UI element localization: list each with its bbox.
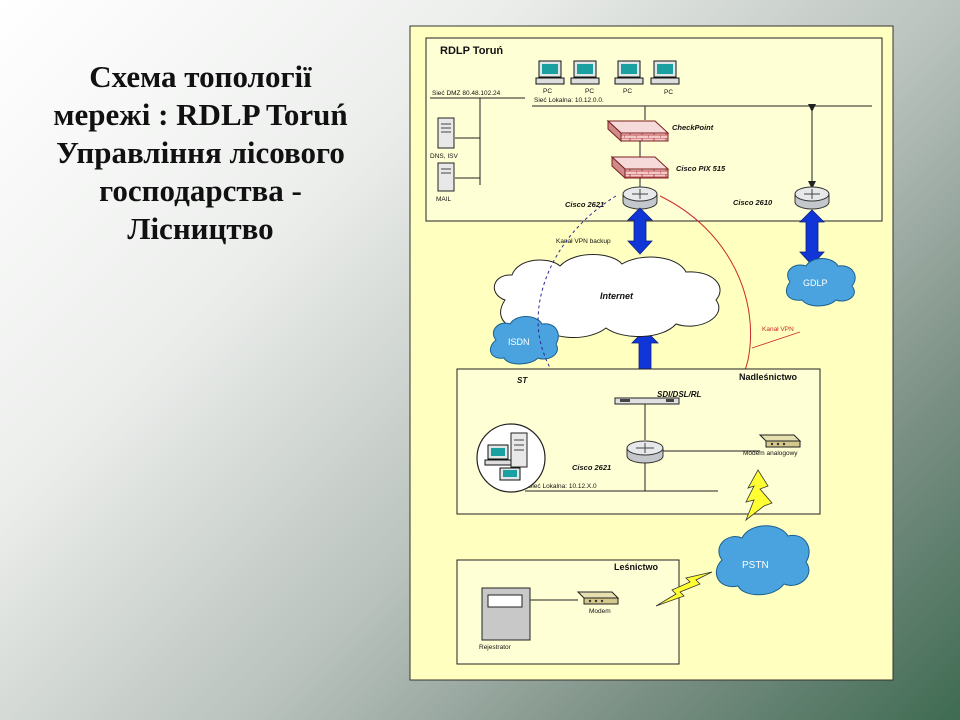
pc-label-1: PC: [543, 88, 552, 95]
router-icon-cisco-2621-top: [622, 186, 658, 210]
pc-label-2: PC: [585, 88, 594, 95]
isdn-label: ISDN: [508, 337, 530, 347]
mail-label: MAIL: [436, 196, 452, 203]
rdlp-title: RDLP Toruń: [440, 45, 503, 57]
gdlp-cloud: [786, 258, 856, 307]
internet-cloud: [493, 254, 721, 339]
dns-server-icon: [437, 117, 455, 149]
title-line-4: господарства -: [99, 173, 302, 208]
lan-bottom-label: Sieć Lokalna: 10.12.X.0: [528, 483, 597, 490]
cisco-2621-bottom-label: Cisco 2621: [572, 463, 611, 472]
sdi-label: SDI/DSL/RL: [657, 390, 702, 399]
rejestrator-label: Rejestrator: [479, 644, 512, 651]
pc-icon-4: [650, 60, 680, 85]
lesnictwo-title: Leśnictwo: [614, 562, 659, 572]
router-icon-cisco-2610: [794, 186, 830, 210]
gdlp-label: GDLP: [803, 278, 828, 288]
double-arrow-router-internet: [627, 207, 653, 255]
pc-icon-3: [614, 60, 644, 85]
pstn-label: PSTN: [742, 560, 769, 571]
slide-title: Схема топології мережі : RDLP Toruń Упра…: [8, 58, 393, 248]
pix-firewall-icon: [610, 155, 670, 180]
dmz-label: Sieć DMZ 80.48.102.24: [432, 90, 501, 97]
vpn-backup-label: Kanał VPN backup: [556, 238, 611, 245]
pc-label-4: PC: [664, 89, 673, 96]
rejestrator-icon: [481, 587, 531, 641]
lan-top-label: Sieć Lokalna: 10.12.0.0.: [534, 97, 604, 104]
pc-icon-1: [535, 60, 565, 85]
checkpoint-firewall-icon: [606, 119, 670, 143]
st-device-icon: [614, 397, 680, 405]
analog-modem-icon: [758, 434, 802, 448]
internet-label: Internet: [600, 291, 634, 301]
lightning-pstn-lesnictwo-icon: [655, 571, 713, 607]
title-line-2: мережі : RDLP Toruń: [53, 97, 348, 132]
title-line-3: Управління лісового: [56, 135, 345, 170]
nadlesnictwo-title: Nadleśnictwo: [739, 372, 798, 382]
title-line-5: Лісництво: [127, 211, 274, 246]
isdn-cloud: [489, 316, 559, 365]
st-label: ST: [517, 376, 528, 385]
pstn-cloud: [716, 525, 810, 596]
router-icon-cisco-2621-bottom: [626, 440, 664, 464]
lightning-modem-pstn-icon: [745, 469, 773, 522]
pc-icon-2: [570, 60, 600, 85]
title-line-1: Схема топології: [89, 59, 312, 94]
pix-label: Cisco PIX 515: [676, 164, 726, 173]
modem-label: Modem: [589, 608, 611, 615]
mail-server-icon: [437, 162, 455, 192]
checkpoint-label: CheckPoint: [672, 123, 714, 132]
modem-icon: [576, 591, 620, 605]
dns-label: DNS, ISV: [430, 153, 458, 160]
pc-label-3: PC: [623, 88, 632, 95]
cisco-2610-label: Cisco 2610: [733, 198, 773, 207]
workstation-icon: [476, 423, 546, 493]
vpn-label: Kanał VPN: [762, 326, 794, 333]
cisco-2621-top-label: Cisco 2621: [565, 200, 604, 209]
modem-analog-label: Modem analogowy: [743, 450, 798, 457]
